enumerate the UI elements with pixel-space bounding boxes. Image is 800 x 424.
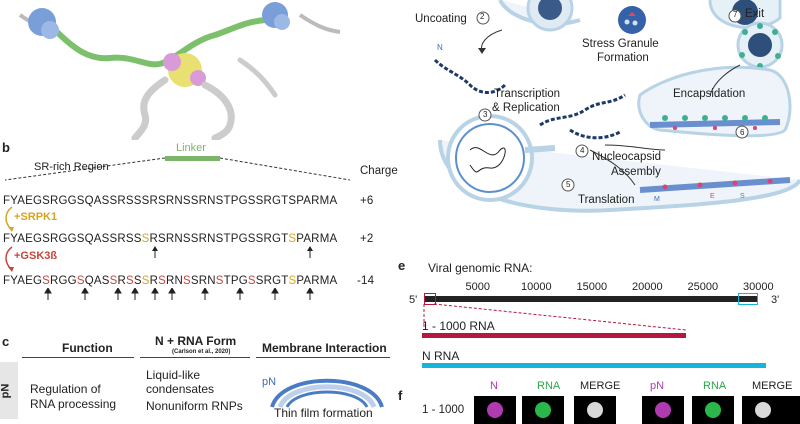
merge-channel-image [574,396,616,424]
rna-channel-image [522,396,564,424]
genome-tick-label: 20000 [632,281,663,293]
step-7: 7 [733,10,738,19]
header-rule-1 [22,357,134,358]
gsk3b-arrow [5,246,14,272]
construct-2-bar [422,363,766,368]
encapsidation-label: Encapsidation [673,88,746,100]
translation-label: Translation [578,194,635,206]
exit-label: Exit [745,8,765,20]
microscopy-header: RNA [537,380,561,392]
s-label: S [740,193,745,200]
construct-2-region-box [738,293,758,305]
step-5: 5 [566,180,571,189]
step-4: 4 [580,146,585,155]
transcription-label-2: & Replication [492,102,560,114]
construct-1-bar [422,333,686,338]
protein-structure-model [18,2,341,140]
microscopy-header: N [490,380,498,392]
membrane-pn-label: pN [262,376,277,388]
header-rule-3 [256,357,390,358]
construct-2-label: N RNA [422,349,460,363]
srpk1-label: +SRPK1 [14,211,58,223]
phospho-arrows-row-2 [152,246,313,258]
microscopy-header: RNA [703,380,727,392]
membrane-header: Membrane Interaction [262,341,387,355]
five-prime-label: 5' [409,294,418,306]
form-text-2: condensates [146,382,215,396]
sr-region-label: SR-rich Region [34,161,109,173]
linker-bar [165,156,220,161]
charge-row-3: -14 [357,275,375,287]
form-text-1: Liquid-like [146,368,201,382]
construct-1-region-box [424,293,436,305]
microscopy-header: MERGE [580,380,621,392]
genome-tick-label: 30000 [743,281,774,293]
panel-f-letter: f [398,388,403,403]
nucleocapsid-label-1: Nucleocapsid [592,151,662,163]
construct-1-label: 1 - 1000 RNA [422,319,495,333]
merge-channel-image-2 [742,396,800,424]
step-3: 3 [483,110,488,119]
panel-c-letter: c [2,334,10,349]
three-prime-label: 3' [771,294,780,306]
form-header: N + RNA Form [155,334,237,348]
header-rule-2 [140,357,250,358]
phospho-arrows-row-3 [44,288,314,300]
function-header: Function [62,341,113,355]
charge-row-1: +6 [360,195,374,207]
genome-tick-label: 15000 [576,281,608,293]
microscopy-header: MERGE [752,380,793,392]
transcription-label-1: Transcription [494,88,561,100]
charge-header: Charge [360,165,398,177]
sequence-row-1: FYAEGSRGGSQASSRSSSRSRNSSRNSTPGSSRGTSPARM… [3,195,337,207]
genome-axis-ticks: 5000 10000 15000 20000 25000 30000 [0,281,800,295]
n-channel-image [474,396,516,424]
panel-b-letter: b [2,140,10,155]
uncoating-label: Uncoating [415,13,467,25]
microscopy-headers: N RNA MERGE pN RNA MERGE [0,380,800,394]
microscopy-header: pN [650,380,665,392]
microscopy-row-label: 1 - 1000 [422,404,465,416]
form-text-3: Nonuniform RNPs [146,399,243,413]
function-text-2: RNA processing [30,397,117,411]
gsk3b-label: +GSK3ß [14,250,58,262]
form-subheader: (Carlson et al., 2020) [172,349,231,355]
genome-tick-label: 10000 [521,281,552,293]
rna-channel-image-2 [692,396,734,424]
stress-granule-label-2: Formation [597,52,649,64]
membrane-caption: Thin film formation [274,406,373,420]
microscopy-panels [0,396,800,424]
sequence-text: FYAEGSRGGSQASSRSSSRSRNSSRNSTPGSSRGTSPARM… [3,195,338,207]
step-6: 6 [740,128,745,137]
panel-e-letter: e [398,258,406,273]
m-label: M [654,196,660,203]
pn-row-label-box [0,362,18,419]
viral-lifecycle-diagram [410,0,800,215]
step-2: 2 [480,12,485,21]
sequence-row-2: FYAEGSRGGSQASSRSSSRSRNSSRNSTPGSSRGTSPARM… [3,233,338,245]
genome-bar [424,296,757,302]
linker-projection-lines [4,157,351,181]
membrane-thin-film-diagram [270,378,384,409]
zoom-dashed-lines [423,303,687,331]
sequence-row-3: FYAEGSRGGSQASSRSSSRSRNSSRNSTPGSSRGTSPARM… [3,275,338,287]
charge-row-2: +2 [360,233,374,245]
function-text-1: Regulation of [30,382,101,396]
genome-tick-label: 25000 [687,281,719,293]
n-label: N [437,43,443,52]
e-label: E [710,193,715,200]
pn-channel-image [642,396,684,424]
stress-granule-label-1: Stress Granule [582,38,659,50]
srpk1-arrow [5,206,14,232]
nucleocapsid-label-2: Assembly [611,166,661,178]
genomic-rna-title: Viral genomic RNA: [428,261,533,275]
genome-tick-label: 5000 [465,281,490,293]
linker-label: Linker [176,142,206,154]
